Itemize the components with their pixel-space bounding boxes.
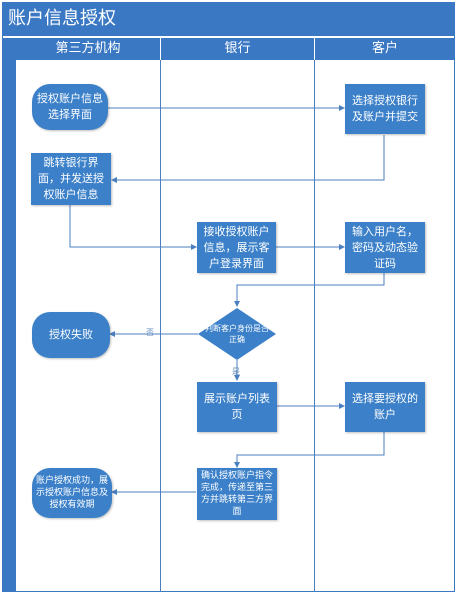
lane-header-bank: 银行: [161, 38, 314, 60]
node-confirm-transfer: 确认授权账户指令完成，传递至第三方并跳转第三方界面: [197, 468, 277, 520]
edge-n9-n10: [234, 432, 385, 468]
lane-divider-1: [160, 60, 161, 592]
decision-diamond: [198, 308, 276, 360]
edge-n3-n4: [69, 205, 197, 250]
node-bank-receive: 接收授权账户信息，展示客户登录界面: [197, 222, 276, 273]
branch-no: 否: [146, 328, 154, 337]
edge-n2-n3: [111, 135, 385, 183]
node-choose-bank: 选择授权银行及账户并提交: [345, 84, 425, 134]
lane-sidebar: [2, 38, 16, 592]
node-account-select: 授权账户信息选择界面: [32, 84, 108, 130]
node-enter-credentials: 输入用户名，密码及动态验证码: [345, 222, 425, 273]
edge-n5-n6: [234, 273, 385, 307]
branch-yes: 是: [232, 367, 240, 376]
decision-label: 判断客户身份是否正确: [205, 324, 269, 344]
lane-header-third-party: 第三方机构: [16, 38, 160, 60]
lane-header-customer: 客户: [315, 38, 455, 60]
node-auth-failed: 授权失败: [32, 312, 110, 358]
node-redirect-bank: 跳转银行界面，并发送授权账户信息: [31, 153, 111, 205]
node-account-list: 展示账户列表页: [197, 382, 277, 432]
node-select-account: 选择要授权的账户: [345, 382, 425, 432]
lane-divider-2: [314, 60, 315, 592]
node-auth-success: 账户授权成功，展示授权账户信息及授权有效期: [32, 468, 112, 518]
diagram-title: 账户信息授权: [2, 2, 455, 36]
